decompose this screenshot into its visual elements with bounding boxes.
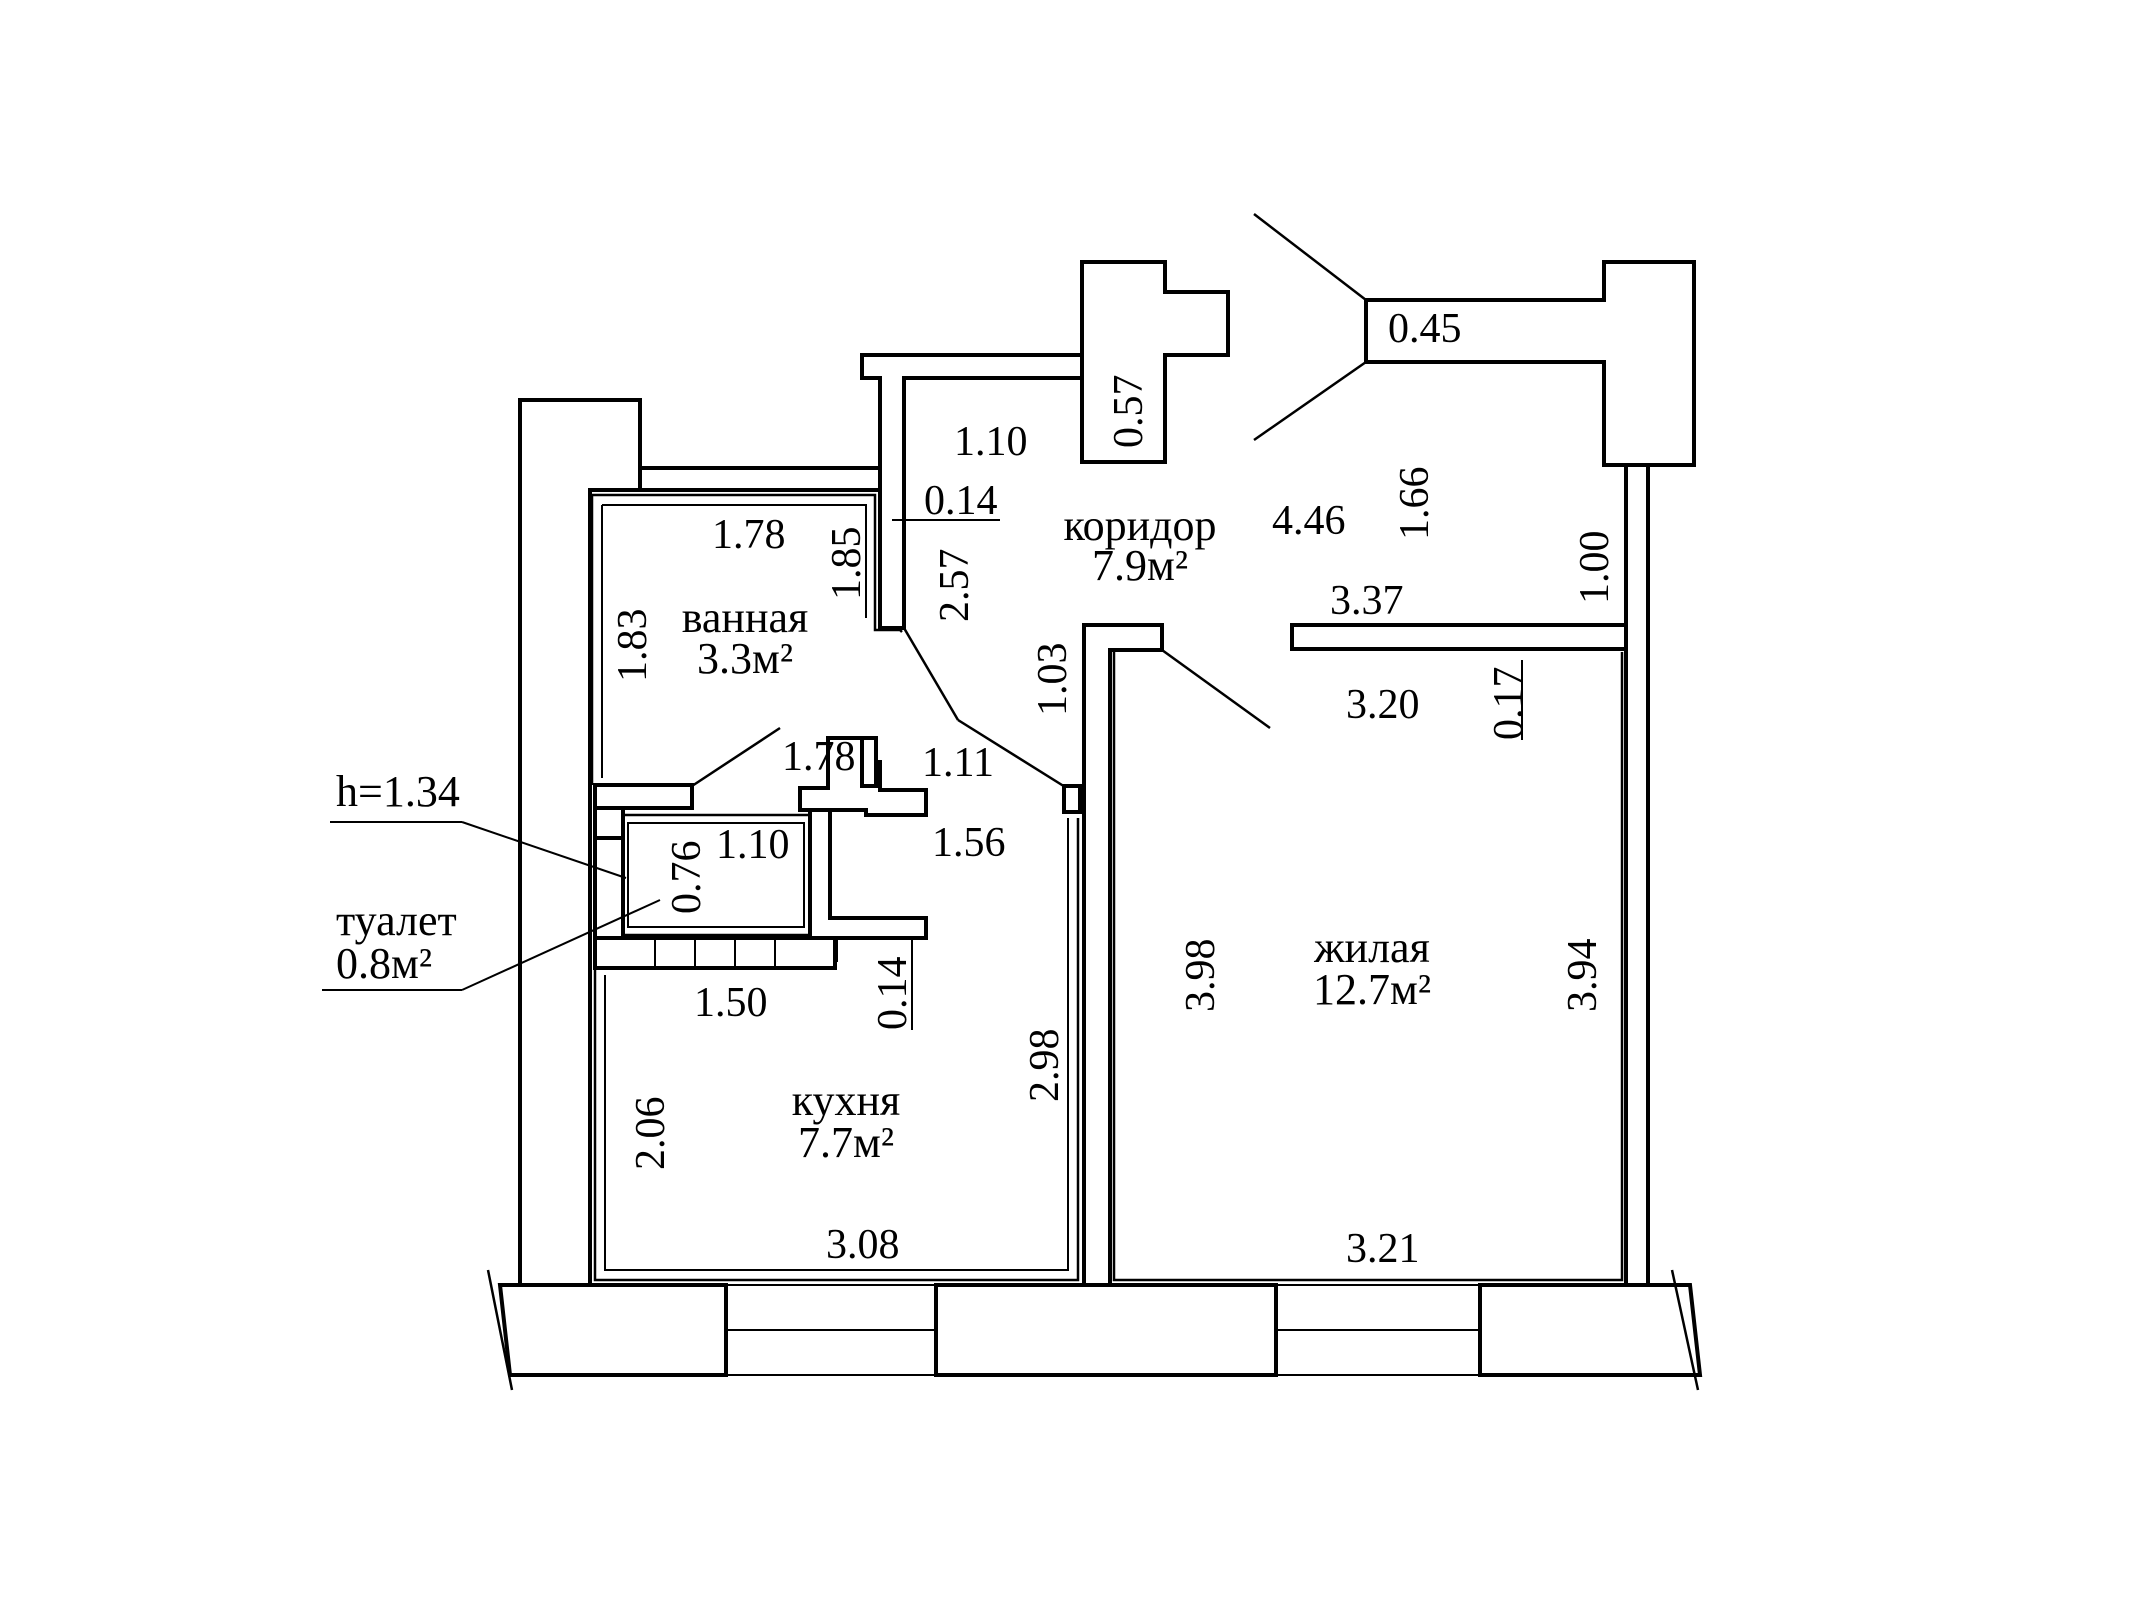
entrance-door-swing-top [1253, 213, 1367, 301]
dim-2-57: 2.57 [932, 549, 978, 623]
bottom-wall-right [1478, 1283, 1703, 1377]
bathroom-lower-wall [593, 783, 694, 810]
dim-0-14-mid: 0.14 [870, 957, 916, 1031]
kitchen-name: кухня [792, 1076, 901, 1125]
bottom-wall-middle [934, 1283, 1278, 1377]
room-labels: коридор 7.9м² ванная 3.3м² h=1.34 туалет… [336, 501, 1431, 1167]
kitchen-top-wall [593, 936, 837, 970]
bathroom-outline [590, 493, 903, 785]
break-line-left [486, 1269, 514, 1391]
toilet-name: туалет [336, 896, 457, 945]
duct-block [1080, 260, 1230, 464]
toilet-left-piece-2 [593, 836, 625, 940]
dim-0-76: 0.76 [664, 841, 710, 915]
dim-2-06: 2.06 [628, 1097, 674, 1171]
dim-0-17: 0.17 [1486, 667, 1532, 741]
corridor-door-swing [902, 627, 960, 721]
dim-0-14-top: 0.14 [924, 478, 998, 524]
living-area: 12.7м² [1313, 965, 1431, 1014]
dimension-labels: 0.45 0.57 1.10 0.14 4.46 1.66 1.78 1.85 … [610, 306, 1618, 1272]
dim-3-20: 3.20 [1346, 682, 1420, 728]
kitchen-area: 7.7м² [798, 1118, 894, 1167]
bathroom-area: 3.3м² [697, 634, 793, 683]
living-door-swing [1161, 648, 1271, 730]
dim-3-21: 3.21 [1346, 1226, 1420, 1272]
dim-3-94: 3.94 [1560, 939, 1606, 1013]
dim-1-00: 1.00 [1572, 531, 1618, 605]
entrance-door-swing-bottom [1253, 360, 1367, 442]
toilet-upper-jamb [860, 736, 878, 788]
dim-1-50: 1.50 [694, 980, 768, 1026]
dim-2-98: 2.98 [1022, 1029, 1068, 1103]
living-outline [1112, 652, 1624, 1282]
bathroom-name: ванная [682, 593, 809, 642]
dim-1-85: 1.85 [824, 527, 870, 601]
right-outer-wall [1624, 463, 1650, 1287]
toilet-door-swing [691, 726, 781, 788]
dim-0-57: 0.57 [1106, 375, 1152, 449]
walls [322, 213, 1703, 1391]
dim-3-37: 3.37 [1330, 578, 1404, 624]
top-wall-bathroom [638, 466, 882, 492]
toilet-leader [461, 899, 661, 991]
height-leader [461, 821, 627, 879]
right-top-pillar [1364, 260, 1696, 467]
dim-1-10-top: 1.10 [954, 419, 1028, 465]
toilet-height: h=1.34 [336, 767, 460, 816]
corridor-door-swing-2 [957, 718, 1071, 792]
bottom-wall-left [497, 1283, 728, 1377]
kitchen-outline [593, 818, 1080, 1282]
toilet-left-piece-1 [593, 806, 625, 840]
dim-1-03: 1.03 [1030, 643, 1076, 717]
kitchen-inner-outline [604, 818, 1069, 1271]
dim-1-10-mid: 1.10 [716, 822, 790, 868]
corridor-name: коридор [1063, 501, 1216, 550]
dim-1-66: 1.66 [1392, 467, 1438, 541]
dim-0-45: 0.45 [1388, 306, 1462, 352]
dim-1-78-mid: 1.78 [782, 734, 856, 780]
dim-4-46: 4.46 [1272, 498, 1346, 544]
dim-1-83: 1.83 [610, 609, 656, 683]
dim-1-11: 1.11 [922, 740, 994, 786]
break-line-right [1670, 1269, 1700, 1391]
bathroom-inner-outline [601, 504, 867, 778]
toilet-inner-outline [627, 822, 805, 928]
door-stop [1062, 784, 1082, 814]
living-name: жилая [1313, 923, 1430, 972]
toilet-area: 0.8м² [336, 939, 432, 988]
dim-3-98: 3.98 [1178, 939, 1224, 1013]
dim-1-56: 1.56 [932, 820, 1006, 866]
kitchen-living-partition [1082, 623, 1164, 1287]
dim-3-08: 3.08 [826, 1222, 900, 1268]
living-upper-partition [1290, 623, 1628, 651]
dim-1-78-top: 1.78 [712, 512, 786, 558]
corridor-area: 7.9м² [1092, 541, 1188, 590]
